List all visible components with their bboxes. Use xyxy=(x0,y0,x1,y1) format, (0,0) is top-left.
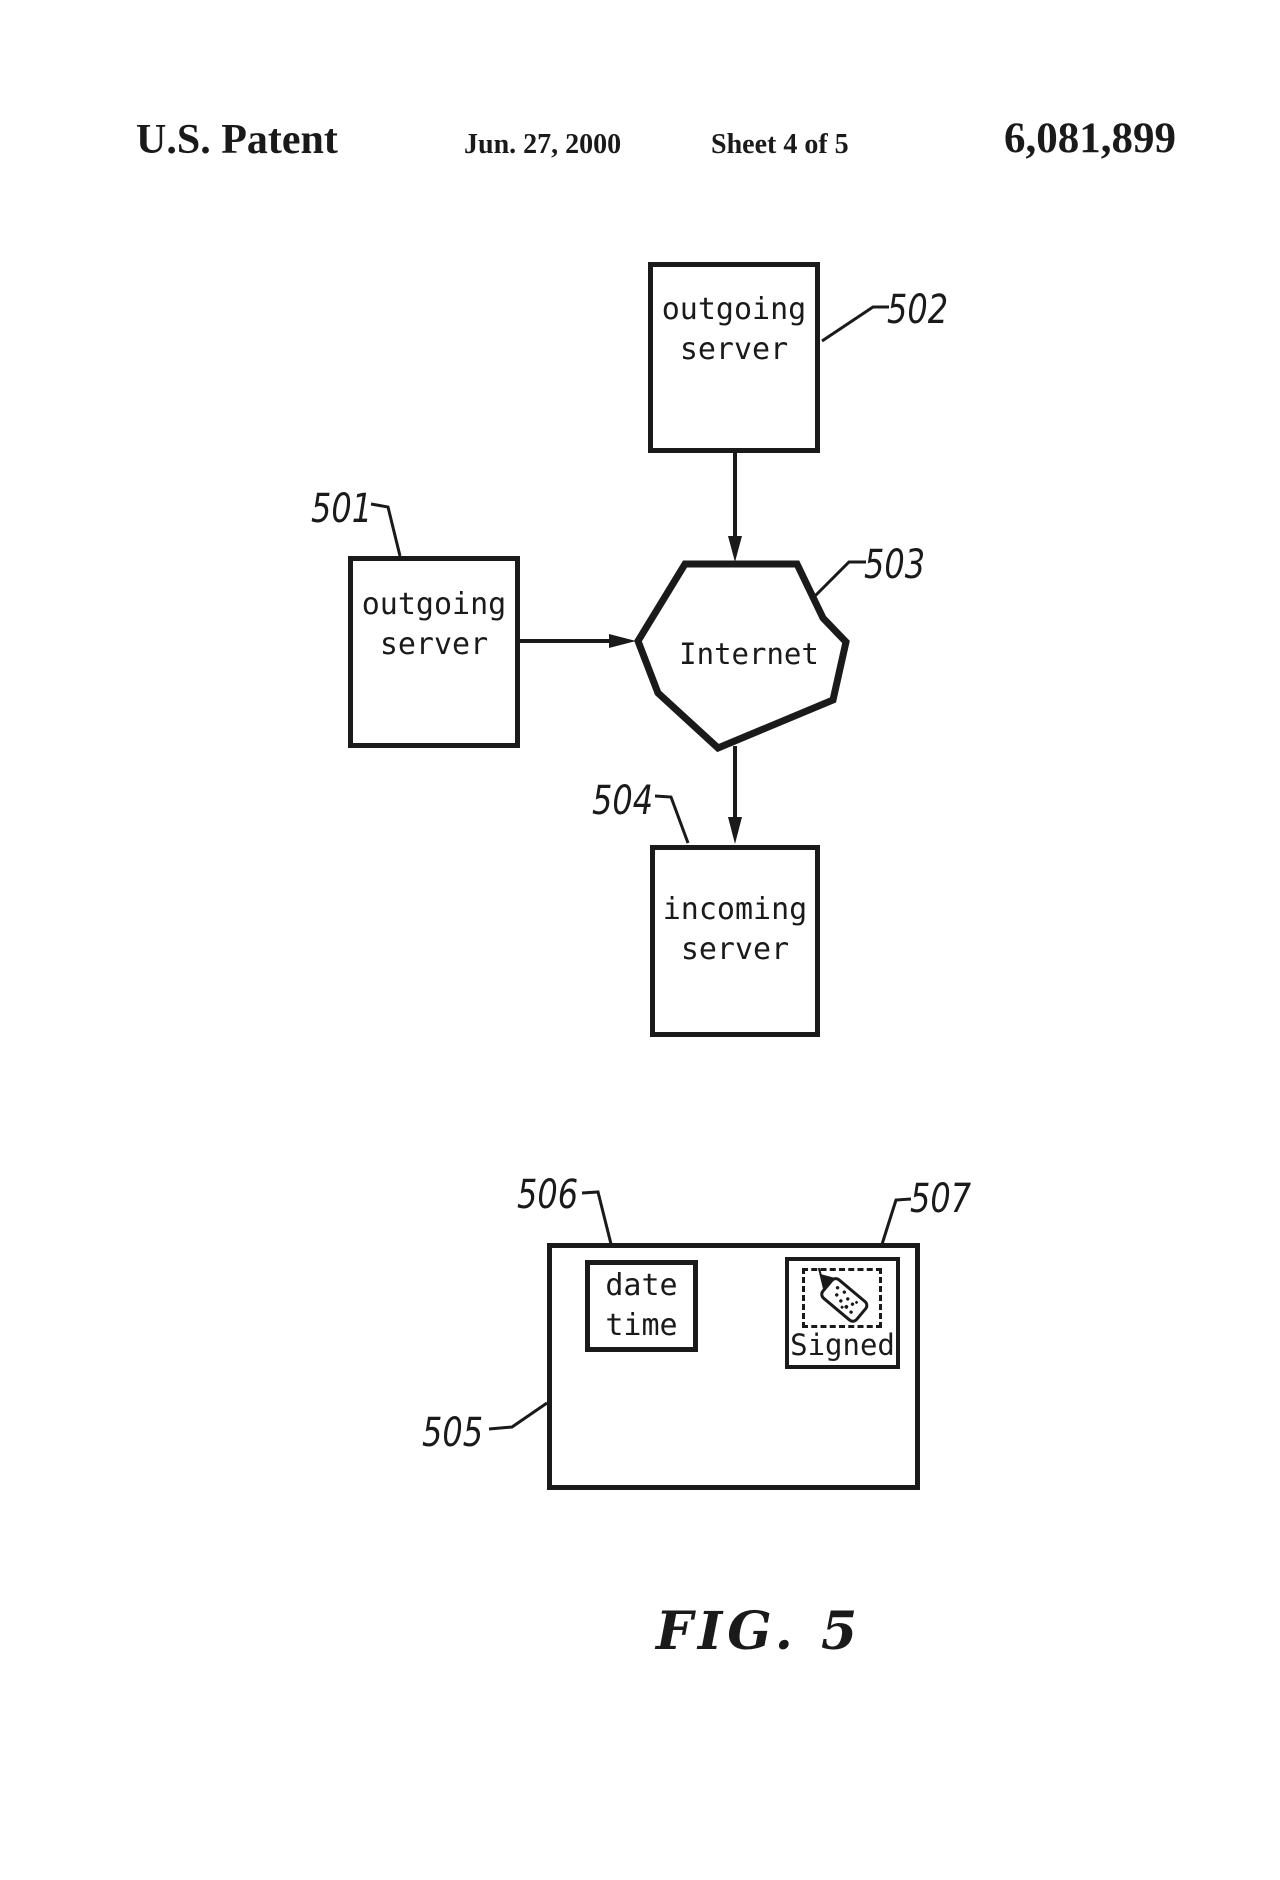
ref-number-502: 502 xyxy=(887,287,949,333)
patent-header-title: U.S. Patent xyxy=(136,117,338,163)
internet-cloud-label: Internet xyxy=(679,637,819,671)
leader-504 xyxy=(654,794,690,844)
node-outgoing-server-left-label: outgoing server xyxy=(361,587,507,662)
date-time-stamp-label: date time xyxy=(605,1268,678,1343)
ref-number-504: 504 xyxy=(592,778,654,824)
internet-cloud-shape xyxy=(634,560,850,753)
ref-number-505: 505 xyxy=(422,1410,484,1456)
node-outgoing-server-left: outgoing server xyxy=(348,556,520,748)
figure-caption: FIG. 5 xyxy=(656,1601,863,1662)
leader-506 xyxy=(581,1190,617,1261)
node-date-time-stamp: date time xyxy=(585,1260,698,1352)
node-incoming-server: incoming server xyxy=(650,845,820,1037)
ref-number-501: 501 xyxy=(311,486,373,532)
leader-507 xyxy=(876,1197,912,1258)
ref-number-503: 503 xyxy=(864,542,926,588)
arrowhead-top-server-to-internet xyxy=(728,536,742,562)
leader-505 xyxy=(488,1401,548,1431)
leader-503 xyxy=(812,560,866,599)
leader-502 xyxy=(821,305,889,343)
node-incoming-server-label: incoming server xyxy=(662,892,808,967)
node-outgoing-server-top: outgoing server xyxy=(648,262,820,453)
signature-stamp-dashed-frame xyxy=(802,1267,882,1328)
leader-501 xyxy=(370,502,402,557)
signature-stamp-icon xyxy=(817,1267,869,1323)
node-outgoing-server-top-label: outgoing server xyxy=(661,292,807,367)
patent-header-date: Jun. 27, 2000 xyxy=(464,129,622,160)
arrowhead-internet-to-incoming-server xyxy=(728,817,742,844)
signature-stamp-label: Signed xyxy=(790,1328,895,1362)
node-signature-stamp: Signed xyxy=(785,1257,900,1369)
patent-header-number: 6,081,899 xyxy=(1004,115,1176,162)
patent-header-sheet: Sheet 4 of 5 xyxy=(711,129,849,160)
ref-number-506: 506 xyxy=(517,1172,579,1218)
ref-number-507: 507 xyxy=(910,1176,972,1222)
arrowhead-left-server-to-internet xyxy=(609,634,636,648)
